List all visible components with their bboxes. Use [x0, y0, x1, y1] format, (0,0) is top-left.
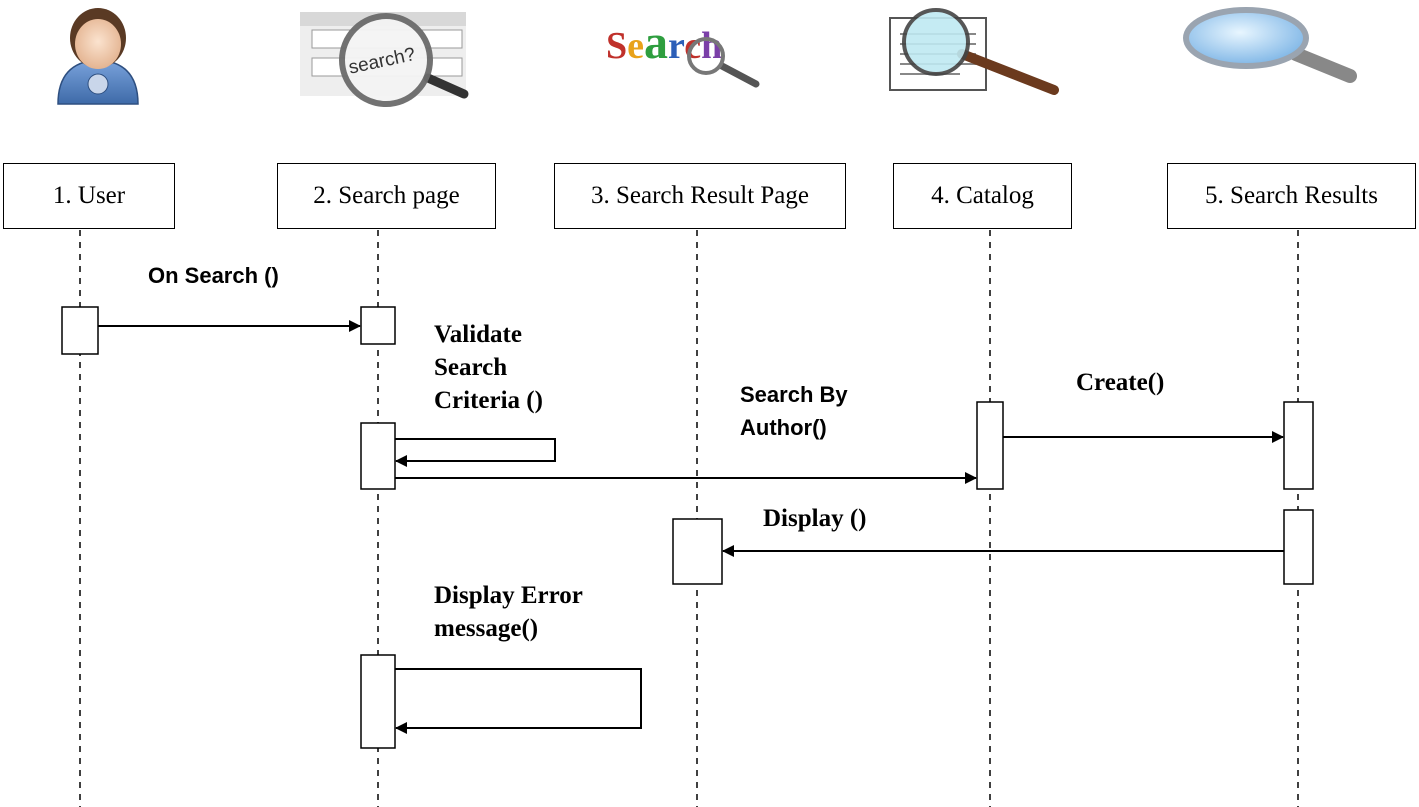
message-validate-search-criteria: Validate Search Criteria ()	[434, 318, 543, 417]
message-display-error-line: message()	[434, 615, 539, 642]
magnifier-icon	[1183, 7, 1357, 83]
message-search-by-author: Search By Author()	[740, 378, 848, 444]
arrow-display-error-self	[395, 668, 642, 734]
activation-search-results-2	[1283, 509, 1314, 585]
message-search-by-author-line: Search By	[740, 382, 848, 407]
activation-search-page-2	[360, 422, 396, 490]
participant-user: 1. User	[3, 163, 175, 229]
participant-search-page: 2. Search page	[277, 163, 496, 229]
svg-text:Search: Search	[606, 16, 722, 69]
user-avatar-icon	[57, 8, 139, 105]
document-magnifier-icon	[889, 8, 1059, 95]
message-arrows	[98, 320, 1284, 734]
activation-catalog	[976, 401, 1004, 490]
participant-search-results: 5. Search Results	[1167, 163, 1416, 229]
participant-search-result-page: 3. Search Result Page	[554, 163, 846, 229]
activation-search-result-page	[672, 518, 723, 585]
search-bar-magnifier-icon: search?	[300, 12, 469, 107]
search-logo-icon: Search	[606, 16, 760, 88]
message-display-error-line: Display Error	[434, 582, 583, 609]
activation-user	[61, 306, 99, 355]
activation-search-page-3	[360, 654, 396, 749]
message-validate-line: Criteria ()	[434, 387, 543, 414]
activation-search-results-1	[1283, 401, 1314, 490]
activation-search-page-1	[360, 306, 396, 345]
message-validate-line: Search	[434, 354, 508, 381]
activation-bars	[61, 306, 1314, 749]
message-search-by-author-line: Author()	[740, 415, 827, 440]
participant-catalog: 4. Catalog	[893, 163, 1072, 229]
arrow-validate-self	[395, 438, 556, 467]
message-display-error: Display Error message()	[434, 579, 583, 645]
message-validate-line: Validate	[434, 321, 522, 348]
message-on-search: On Search ()	[148, 263, 279, 288]
message-display: Display ()	[763, 505, 867, 532]
message-create: Create()	[1076, 369, 1165, 396]
